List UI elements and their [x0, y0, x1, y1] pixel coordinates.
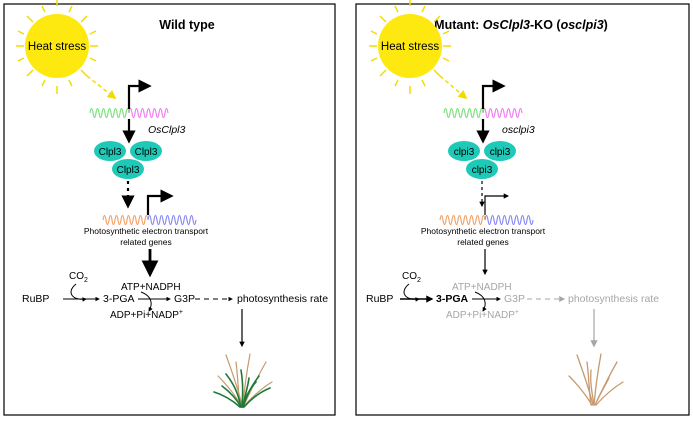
sun-icon	[16, 0, 98, 94]
withered-plant-icon	[568, 353, 624, 406]
adp-label: ADP+Pi+NADP+	[110, 309, 183, 321]
gene-wave	[128, 107, 169, 119]
target-promoter-wave	[102, 214, 149, 226]
pga-label: 3-PGA	[436, 293, 469, 305]
rubp-label: RuBP	[366, 293, 393, 305]
transcription-start-arrow	[127, 79, 152, 109]
protein-ellipse	[130, 141, 162, 161]
protein-ellipse	[448, 141, 480, 161]
panel-title: Mutant: OsClpl3-KO (osclpi3)	[434, 18, 608, 32]
protein-ellipse	[484, 141, 516, 161]
gene-wave	[482, 107, 523, 119]
heat-stress-label: Heat stress	[28, 41, 86, 53]
transcription-start-arrow	[481, 79, 506, 109]
co2-label: CO2	[69, 271, 88, 284]
energy-consumption-arrow	[474, 291, 487, 312]
g3p-label: G3P	[174, 293, 195, 305]
co2-label: CO2	[402, 271, 421, 284]
protein-label: clpi3	[454, 147, 475, 158]
protein-label: clpi3	[490, 147, 511, 158]
protein-label: Clpl3	[117, 165, 140, 176]
atp-label: ATP+NADPH	[121, 282, 181, 293]
protein-ellipse	[94, 141, 126, 161]
target-promoter-wave	[439, 214, 486, 226]
heat-stress-label: Heat stress	[381, 41, 439, 53]
protein-ellipse	[466, 159, 498, 179]
target-genes-label: Photosynthetic electron transport	[421, 226, 546, 236]
pga-label: 3-PGA	[103, 293, 135, 305]
atp-label: ATP+NADPH	[452, 282, 512, 293]
rubp-label: RuBP	[22, 293, 49, 305]
healthy-plant-icon	[213, 353, 273, 408]
energy-consumption-arrow	[140, 291, 153, 312]
promoter-wave	[443, 107, 484, 119]
target-gene-wave	[147, 214, 197, 226]
panel-title: Wild type	[159, 18, 214, 32]
rate-label: photosynthesis rate	[568, 293, 659, 305]
protein-ellipse	[112, 159, 144, 179]
target-transcription-arrow	[146, 189, 174, 215]
protein-label: Clpl3	[135, 147, 158, 158]
target-genes-label-2: related genes	[457, 237, 509, 247]
wild-type-panel: Wild type Heat	[3, 0, 336, 416]
heat-arrow	[86, 75, 117, 100]
promoter-wave	[89, 107, 130, 119]
protein-label: clpi3	[472, 165, 493, 176]
target-genes-label-2: related genes	[120, 237, 172, 247]
protein-label: Clpl3	[99, 147, 122, 158]
gene-label: OsClpl3	[148, 124, 186, 136]
rate-label: photosynthesis rate	[237, 293, 328, 305]
target-gene-wave	[484, 214, 534, 226]
heat-arrow	[439, 75, 468, 100]
adp-label: ADP+Pi+NADP+	[446, 309, 519, 321]
target-genes-label: Photosynthetic electron transport	[84, 226, 209, 236]
g3p-label: G3P	[504, 293, 525, 305]
target-transcription-arrow	[484, 193, 510, 215]
sun-icon	[369, 0, 451, 94]
gene-label: osclpi3	[502, 124, 535, 136]
mutant-panel: Mutant: OsClpl3-KO (osclpi3)	[355, 0, 690, 416]
